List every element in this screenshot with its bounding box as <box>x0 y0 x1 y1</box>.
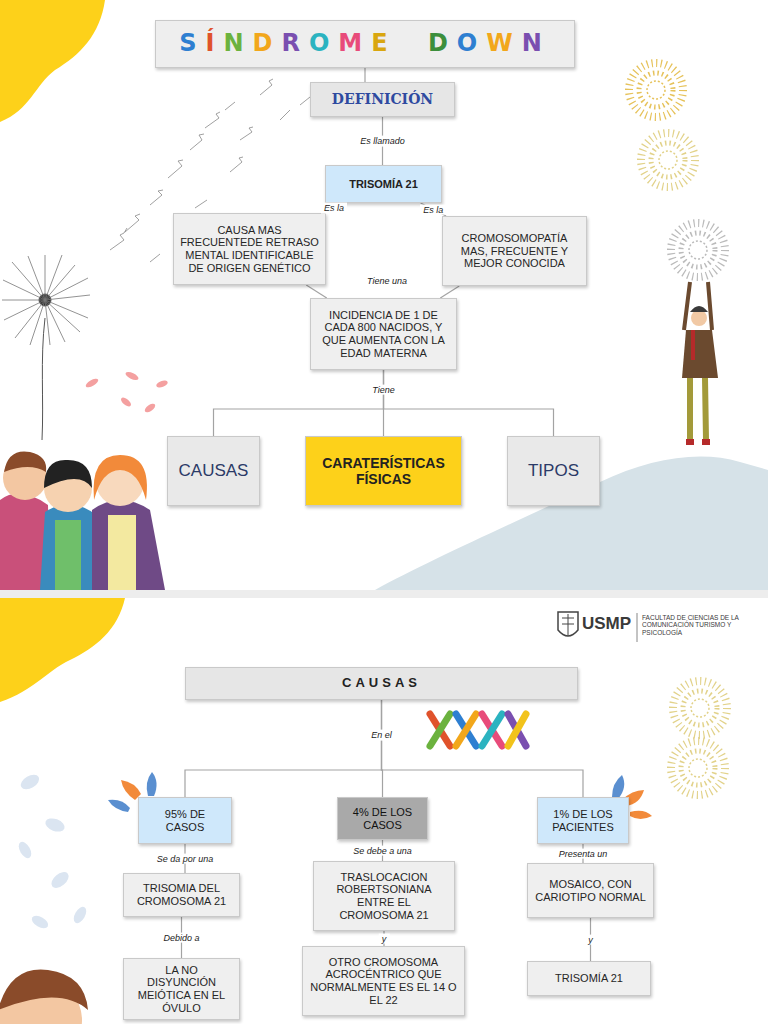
concept-box: TRISOMIA DEL CROMOSOMA 21 <box>123 873 240 917</box>
box-text: CARATERÍSTICAS FÍSICAS <box>312 455 455 487</box>
title-letter <box>397 29 428 57</box>
title-letter: E <box>371 29 396 57</box>
yellow-blob <box>0 598 125 702</box>
title-letter: W <box>486 29 521 57</box>
category-box: CAUSAS <box>167 436 260 506</box>
box-text: OTRO CROMOSOMA ACROCÉNTRICO QUE NORMALME… <box>309 956 458 1007</box>
edge-label: Es la <box>321 203 347 214</box>
title-letter: S <box>179 29 205 57</box>
heading-box: CAUSAS <box>185 667 578 700</box>
box-text: 4% DE LOS CASOS <box>344 806 421 831</box>
connector-line <box>306 285 326 298</box>
connector-line <box>364 68 365 82</box>
connector-line <box>185 700 382 797</box>
edge-label: Presenta un <box>556 848 611 859</box>
title-letter: D <box>428 29 457 57</box>
person-figure <box>682 282 718 442</box>
child-face <box>0 970 88 1024</box>
edge-label: Se da por una <box>154 853 217 864</box>
box-text: INCIDENCIA DE 1 DE CADA 800 NACIDOS, Y Q… <box>317 309 450 360</box>
concept-box: TRASLOCACION ROBERTSONIANA ENTRE EL CROM… <box>313 861 455 931</box>
edge-label: En el <box>368 730 395 741</box>
edge-label: Se debe a una <box>350 845 415 856</box>
box-text: TRASLOCACION ROBERTSONIANA ENTRE EL CROM… <box>320 871 448 922</box>
slide-gap <box>0 590 768 598</box>
edge-label: Tiene <box>369 384 397 395</box>
box-text: 95% DE CASOS <box>145 808 225 833</box>
concept-box: CAUSA MAS FRECUENTEDE RETRASO MENTAL IDE… <box>173 213 326 285</box>
concept-box: MOSAICO, CON CARIOTIPO NORMAL <box>527 863 654 918</box>
percent-box: 95% DE CASOS <box>138 797 232 844</box>
yellow-blob <box>0 0 105 122</box>
connector-line <box>440 286 459 298</box>
title-letter: O <box>457 29 486 57</box>
box-text: 1% DE LOS PACIENTES <box>544 808 622 833</box>
box-text: CAUSAS <box>342 676 421 691</box>
connector-line <box>382 700 584 797</box>
connector-line <box>421 203 446 216</box>
petals <box>16 772 89 931</box>
note-label: Tiene una <box>352 276 422 286</box>
concept-box: TRISOMÍA 21 <box>527 961 651 996</box>
connector-line <box>384 370 554 436</box>
box-text: MOSAICO, CON CARIOTIPO NORMAL <box>534 878 647 903</box>
box-text: CAUSA MAS FRECUENTEDE RETRASO MENTAL IDE… <box>180 224 319 275</box>
socks-illustration <box>430 714 526 746</box>
edge-label: Es llamado <box>357 136 408 147</box>
percent-box: 1% DE LOS PACIENTES <box>537 797 629 844</box>
confetti <box>84 370 168 414</box>
box-text: CAUSAS <box>179 461 249 481</box>
box-text: TIPOS <box>528 461 579 481</box>
concept-box: TRISOMÍA 21 <box>325 165 442 203</box>
connector-line <box>214 370 384 436</box>
title-letter: M <box>338 29 371 57</box>
edge-label: y <box>379 933 390 944</box>
concept-box: INCIDENCIA DE 1 DE CADA 800 NACIDOS, Y Q… <box>310 298 457 370</box>
university-shield <box>558 612 637 642</box>
title-letter: N <box>223 29 252 57</box>
category-box: TIPOS <box>507 436 600 506</box>
box-text: TRISOMIA DEL CROMOSOMA 21 <box>130 882 233 907</box>
logo-text: USMP <box>582 614 634 634</box>
children-figure <box>0 451 165 590</box>
edge-label: y <box>585 934 596 945</box>
percent-box: 4% DE LOS CASOS <box>337 797 428 840</box>
box-text: TRISOMÍA 21 <box>349 178 418 191</box>
category-box: CARATERÍSTICAS FÍSICAS <box>305 436 462 506</box>
concept-box: LA NO DISYUNCIÓN MEIÓTICA EN EL ÓVULO <box>123 958 240 1020</box>
title-letter: R <box>281 29 308 57</box>
concept-box: OTRO CROMOSOMA ACROCÉNTRICO QUE NORMALME… <box>302 946 465 1016</box>
title-letter: O <box>309 29 338 57</box>
title-letter: Í <box>205 29 223 57</box>
title-letter: N <box>522 29 551 57</box>
edge-label: Es la <box>420 204 446 215</box>
box-text: TRISOMÍA 21 <box>555 972 623 985</box>
faculty-name: FACULTAD DE CIENCIAS DE LA COMUNICACIÓN … <box>642 614 742 636</box>
title-letter: D <box>252 29 281 57</box>
edge-label: Debido a <box>160 932 202 943</box>
box-text: DEFINICIÓN <box>332 91 433 107</box>
box-text: SÍNDROME DOWN <box>179 30 551 58</box>
box-text: CROMOSOMOPATÍA MAS, FRECUENTE Y MEJOR CO… <box>449 232 580 270</box>
concept-box: CROMOSOMOPATÍA MAS, FRECUENTE Y MEJOR CO… <box>442 216 587 286</box>
box-text: LA NO DISYUNCIÓN MEIÓTICA EN EL ÓVULO <box>130 964 233 1015</box>
heading-box: DEFINICIÓN <box>310 82 455 117</box>
title-box: SÍNDROME DOWN <box>155 20 575 68</box>
